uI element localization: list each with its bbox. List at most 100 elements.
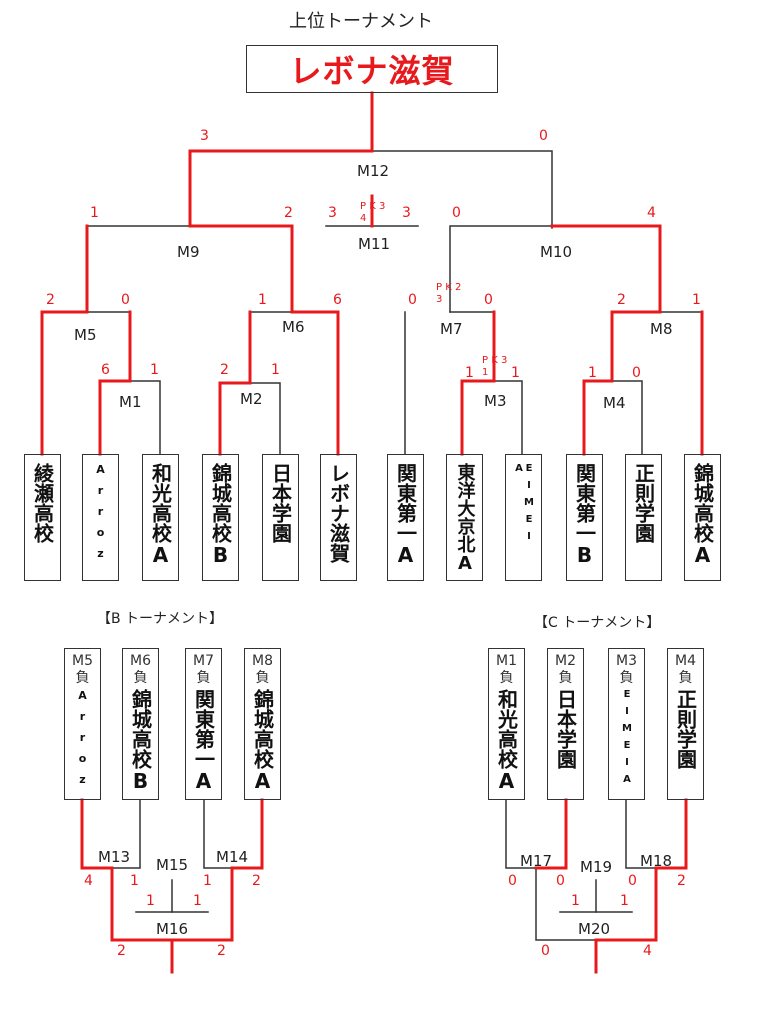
team-box: 関東第一A: [387, 454, 424, 581]
match-label-m18: M18: [640, 852, 673, 870]
c-team-box: M1負和光高校A: [488, 648, 525, 800]
match-label-m12: M12: [357, 162, 390, 180]
main-tournament-title: 上位トーナメント: [289, 11, 433, 32]
score: 6: [101, 362, 110, 378]
team-box: 東洋大京北A: [446, 454, 483, 581]
loser-of-label: M1負: [496, 653, 517, 686]
score: 6: [333, 292, 342, 308]
score: 1: [203, 873, 212, 889]
loser-of-label: M7負: [193, 653, 214, 686]
match-label-m2: M2: [240, 390, 263, 408]
team-box: 錦城高校B: [202, 454, 239, 581]
team-name: 関東第一B: [572, 463, 597, 567]
champion-name: レボナ滋賀: [289, 52, 455, 90]
loser-of-label: M3負: [616, 653, 637, 686]
match-label-m1: M1: [119, 393, 142, 411]
team-name: 関東第一A: [393, 463, 418, 567]
score: 3: [328, 205, 337, 221]
pk-annotation-m3: P K 3 1: [482, 355, 508, 378]
score: 1: [620, 893, 629, 909]
team-box: レボナ滋賀: [320, 454, 357, 581]
team-name: レボナ滋賀: [326, 463, 351, 563]
match-label-m10: M10: [540, 243, 573, 261]
team-name: Arroz: [76, 689, 89, 794]
score: 1: [692, 292, 701, 308]
score: 2: [220, 362, 229, 378]
team-name: EIMEIA: [621, 689, 633, 791]
score: 0: [121, 292, 130, 308]
match-label-m13: M13: [98, 848, 131, 866]
team-name: 和光高校A: [494, 689, 519, 793]
score: 4: [647, 205, 656, 221]
score: 1: [465, 365, 474, 381]
loser-of-label: M8負: [252, 653, 273, 686]
match-label-m17: M17: [520, 852, 553, 870]
match-label-m19: M19: [580, 858, 613, 876]
loser-of-label: M5負: [72, 653, 93, 686]
match-label-m5: M5: [74, 326, 97, 344]
score: 2: [217, 943, 226, 959]
team-box: 和光高校A: [142, 454, 179, 581]
score: 1: [193, 893, 202, 909]
loser-of-label: M2負: [555, 653, 576, 686]
score: 4: [643, 943, 652, 959]
match-label-m8: M8: [650, 320, 673, 338]
score: 0: [508, 873, 517, 889]
score: 0: [452, 205, 461, 221]
loser-of-label: M4負: [675, 653, 696, 686]
score: 0: [541, 943, 550, 959]
score: 3: [402, 205, 411, 221]
score: 0: [556, 873, 565, 889]
match-label-m3: M3: [484, 392, 507, 410]
team-name: 和光高校A: [148, 463, 173, 567]
score: 2: [46, 292, 55, 308]
score: 1: [271, 362, 280, 378]
team-name: 錦城高校B: [128, 689, 153, 793]
team-name: Arroz: [94, 463, 107, 568]
team-name: 日本学園: [268, 463, 293, 543]
b-team-box: M5負 Arroz: [64, 648, 101, 800]
score: 2: [252, 873, 261, 889]
pk-annotation-m11: P K 3 4: [360, 201, 386, 224]
score: 2: [284, 205, 293, 221]
b-team-box: M6負錦城高校B: [122, 648, 159, 800]
b-tournament-title: 【B トーナメント】: [97, 611, 224, 627]
score: 0: [408, 292, 417, 308]
champion-box: レボナ滋賀: [246, 45, 498, 93]
match-label-m9: M9: [177, 243, 200, 261]
score: 3: [200, 128, 209, 144]
b-team-box: M8負錦城高校A: [244, 648, 281, 800]
score: 1: [130, 873, 139, 889]
score: 2: [617, 292, 626, 308]
c-tournament-title: 【C トーナメント】: [534, 615, 661, 631]
score: 0: [484, 292, 493, 308]
score: 1: [511, 365, 520, 381]
score: 1: [150, 362, 159, 378]
team-name: 東洋大京北A: [454, 463, 476, 574]
score: 0: [628, 873, 637, 889]
team-name: 正則学園: [673, 689, 698, 769]
score: 1: [90, 205, 99, 221]
team-name: EIMEI A: [513, 463, 535, 548]
loser-of-label: M6負: [130, 653, 151, 686]
score: 1: [146, 893, 155, 909]
team-name: 正則学園: [631, 463, 656, 543]
team-name: 錦城高校A: [250, 689, 275, 793]
score: 0: [632, 365, 641, 381]
match-label-m15: M15: [156, 856, 189, 874]
score: 0: [539, 128, 548, 144]
team-name: 綾瀬高校: [30, 463, 55, 543]
team-box: 綾瀬高校: [24, 454, 61, 581]
match-label-m20: M20: [578, 920, 611, 938]
match-label-m16: M16: [156, 920, 189, 938]
team-box: EIMEI A: [505, 454, 542, 581]
match-label-m6: M6: [282, 318, 305, 336]
score: 1: [571, 893, 580, 909]
team-name: 日本学園: [553, 689, 578, 769]
c-team-box: M3負 EIMEIA: [608, 648, 645, 800]
c-team-box: M2負日本学園: [547, 648, 584, 800]
b-team-box: M7負関東第一A: [185, 648, 222, 800]
team-name: 錦城高校A: [690, 463, 715, 567]
team-box: 錦城高校A: [684, 454, 721, 581]
